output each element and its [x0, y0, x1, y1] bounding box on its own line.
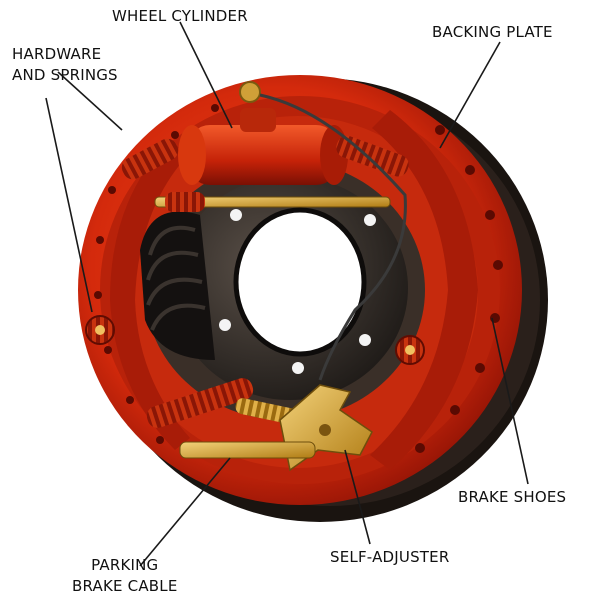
brake-shoes	[110, 110, 478, 470]
label-brake-shoes: BRAKE SHOES	[458, 488, 567, 506]
label-backing-plate: BACKING PLATE	[432, 23, 553, 41]
adjuster-cable	[259, 93, 407, 381]
self-adjuster-mechanism	[179, 384, 373, 472]
shoe-rivets	[94, 104, 503, 453]
adjuster-strut	[154, 192, 391, 212]
hold-down-springs	[85, 315, 425, 365]
wheel-cylinder	[178, 81, 348, 185]
label-hardware-line-2: AND SPRINGS	[12, 66, 118, 84]
label-parking-brake-cable: PARKING BRAKE CABLE	[72, 555, 178, 597]
label-hardware-and-springs: HARDWARE AND SPRINGS	[12, 44, 118, 86]
label-wheel-cylinder: WHEEL CYLINDER	[112, 7, 248, 25]
leader-lines	[45, 21, 529, 567]
label-parking-line-2: BRAKE CABLE	[72, 577, 178, 595]
label-hardware-line-1: HARDWARE	[12, 45, 102, 63]
label-parking-line-1: PARKING	[91, 556, 159, 574]
label-self-adjuster: SELF-ADJUSTER	[330, 548, 450, 566]
hub-plate	[140, 160, 425, 420]
